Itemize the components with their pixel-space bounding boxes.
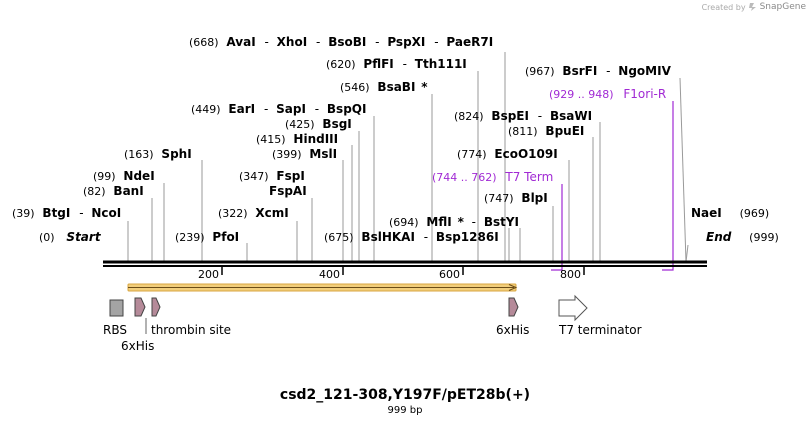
site-label-hind[interactable]: (415) HindIII (256, 132, 338, 146)
site-label-bspei[interactable]: (824) BspEI - BsaWI (454, 109, 592, 123)
site-label-ear[interactable]: (449) EarI - SapI - BspQI (191, 102, 366, 116)
construct-length: 999 bp (387, 405, 423, 416)
feature-label-his1: 6xHis (121, 339, 154, 353)
feature-label-rbs: RBS (103, 323, 127, 337)
feature-label-thrombin: thrombin site (151, 323, 231, 337)
tick-label-600: 600 (439, 268, 460, 281)
credit-brand: SnapGene (759, 2, 806, 12)
tick-label-800: 800 (560, 268, 581, 281)
line-nae (685, 244, 689, 263)
site-label-bsabi[interactable]: (546) BsaBI * (340, 80, 428, 94)
snapgene-logo-icon (748, 3, 756, 11)
site-label-pfl[interactable]: (620) PflFI - Tth111I (326, 57, 467, 71)
site-label-ban[interactable]: (82) BanI (83, 184, 144, 198)
snapgene-credit: Created by SnapGene (702, 2, 806, 12)
thrombin-arrow-icon[interactable] (151, 297, 161, 317)
primer-lines (551, 101, 674, 271)
site-label-nae[interactable]: NaeI (969) (691, 206, 769, 220)
cds-feature[interactable] (127, 283, 518, 292)
his-tag-arrow-icon[interactable] (134, 297, 146, 317)
primer-line-t7term (551, 184, 563, 271)
feature-labels: RBS 6xHis thrombin site 6xHis T7 termina… (103, 323, 642, 353)
construct-title: csd2_121-308,Y197F/pET28b(+) (279, 387, 531, 403)
site-label-bsl[interactable]: (675) BslHKAI - Bsp1286I (324, 230, 499, 244)
ruler: 200 400 600 800 (198, 266, 585, 281)
feature-glyphs (109, 294, 588, 334)
tick-label-400: 400 (319, 268, 340, 281)
site-lines (127, 52, 689, 263)
site-label-sph[interactable]: (163) SphI (124, 147, 192, 161)
his-tag-2-arrow-icon[interactable] (508, 297, 519, 317)
terminator-arrow-icon[interactable] (558, 294, 588, 322)
feature-label-t7term: T7 terminator (558, 323, 642, 337)
site-label-ava[interactable]: (668) AvaI - XhoI - BsoBI - PspXI - PaeR… (189, 35, 493, 49)
site-label-mfl[interactable]: (694) MflI * - BstYI (389, 215, 519, 229)
site-label-eco[interactable]: (774) EcoO109I (457, 147, 558, 161)
line-bsrfi (679, 77, 687, 263)
site-label-bsgi[interactable]: (425) BsgI (285, 117, 352, 131)
site-label-bsrfi[interactable]: (967) BsrFI - NgoMIV (525, 64, 672, 78)
site-label-fspai[interactable]: FspAI (269, 184, 307, 198)
site-label-end[interactable]: End (999) (706, 230, 779, 244)
site-label-pfo[interactable]: (239) PfoI (175, 230, 239, 244)
site-label-nde[interactable]: (99) NdeI (93, 169, 155, 183)
feature-label-his2: 6xHis (496, 323, 529, 337)
primer-label-f1ori[interactable]: (929 .. 948) F1ori-R (549, 87, 666, 101)
site-label-xcm[interactable]: (322) XcmI (218, 206, 289, 220)
tick-label-200: 200 (198, 268, 219, 281)
site-label-msl[interactable]: (399) MslI (272, 147, 337, 161)
site-label-fsp[interactable]: (347) FspI (239, 169, 305, 183)
site-label-blp[interactable]: (747) BlpI (484, 191, 548, 205)
primer-line-f1ori (662, 101, 674, 271)
primer-label-t7term[interactable]: (744 .. 762) T7 Term (432, 170, 553, 184)
rbs-box-icon[interactable] (109, 299, 124, 317)
sequence-backbone (103, 260, 707, 267)
cds-arrow-icon (508, 284, 518, 291)
site-labels: (668) AvaI - XhoI - BsoBI - PspXI - PaeR… (12, 35, 779, 244)
credit-text: Created by (701, 2, 746, 12)
site-label-start[interactable]: (0) Start (39, 230, 102, 244)
site-label-bpu[interactable]: (811) BpuEI (508, 124, 584, 138)
primer-labels: (744 .. 762) T7 Term (929 .. 948) F1ori-… (432, 87, 666, 184)
site-label-btg[interactable]: (39) BtgI - NcoI (12, 206, 121, 220)
